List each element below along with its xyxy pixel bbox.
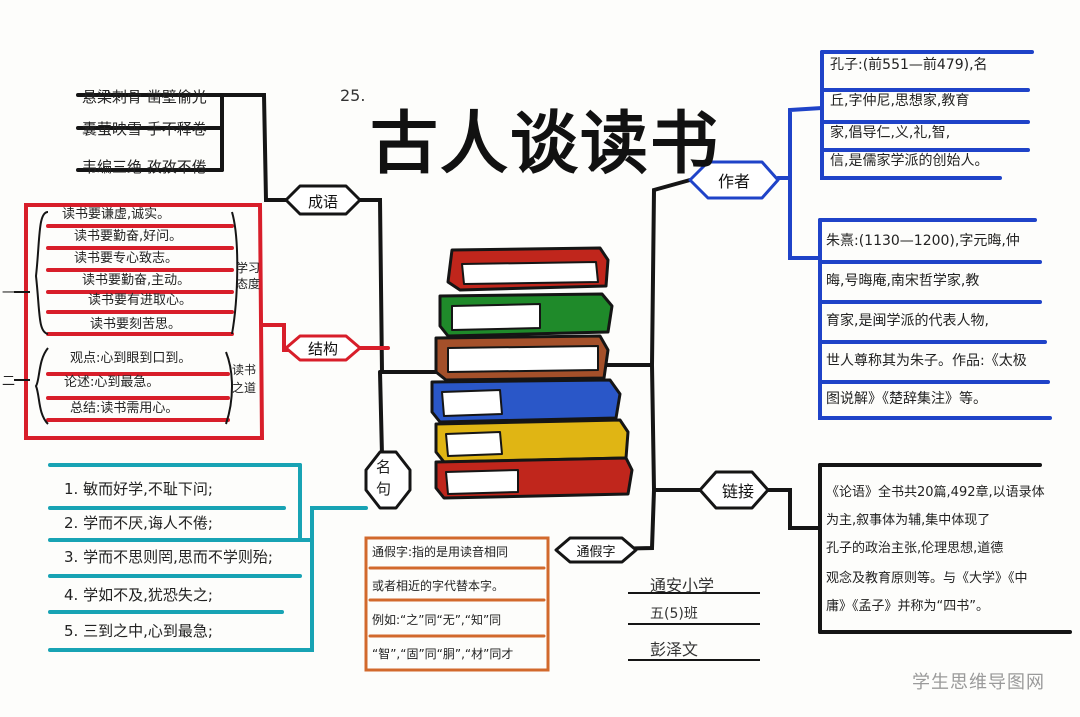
center-to-quotes (378, 370, 384, 457)
author-to-zhuxi (788, 176, 822, 260)
quote-item: 4. 学如不及,犹恐失之; (64, 586, 213, 604)
structure-box (24, 203, 265, 440)
author-label: 作者 (717, 172, 750, 191)
zhuxi-line: 晦,号晦庵,南宋哲学家,教 (826, 273, 980, 289)
author-node-shape (688, 160, 780, 200)
confucius-box-side (820, 50, 1002, 180)
structure-item: 论述:心到最急。 (64, 375, 160, 390)
link-line: 孔子的政治主张,伦理思想,道德 (826, 541, 1004, 556)
structure-item: 观点:心到眼到口到。 (70, 351, 192, 366)
link-line: 《论语》全书共20篇,492章,以语录体 (826, 485, 1045, 500)
tongjiazi-item: “智”,“固”同“胴”,“材”同才 (372, 647, 514, 661)
link-line: 庸》《孟子》并称为“四书”。 (826, 599, 989, 614)
center-to-author (604, 178, 692, 367)
quotes-label: 名 (376, 458, 392, 476)
confucius-line: 丘,字仲尼,思想家,教育 (830, 93, 970, 109)
structure-lines (24, 203, 390, 440)
quote-item: 5. 三到之中,心到最急; (64, 622, 213, 640)
idioms-node: 成语 (290, 190, 356, 212)
quotes-connector (298, 463, 368, 542)
link-node-shape (698, 470, 770, 510)
zhuxi-line: 育家,是闽学派的代表人物, (826, 313, 989, 329)
structure-item: 读书要专心致志。 (74, 251, 179, 266)
signature-lines (628, 592, 760, 661)
link-to-box (760, 488, 822, 530)
structure-item: 总结:读书需用心。 (70, 401, 179, 416)
connector-lines (76, 93, 1072, 634)
confucius-line: 孔子:(前551—前479),名 (830, 57, 988, 73)
zhuxi-line: 朱熹:(1130—1200),字元晦,仲 (826, 233, 1020, 249)
structure-note-line: 态度 (236, 277, 261, 291)
idioms-connector (76, 93, 302, 202)
tongjiazi-lines (364, 536, 550, 672)
tongjiazi-item: 例如:“之”同“无”,“知”同 (372, 613, 502, 627)
link-line: 为主,叙事体为辅,集中体现了 (826, 513, 991, 528)
link-line: 观念及教育原则等。与《大学》《中 (826, 571, 1028, 586)
quote-item: 1. 敏而好学,不耻下问; (64, 480, 213, 498)
quote-item: 3. 学而不思则罔,思而不学则殆; (64, 548, 273, 566)
structure-note-line: 学习 (236, 261, 261, 275)
structure-item: 读书要勤奋,好问。 (74, 229, 183, 244)
tongjiazi-node-shape (554, 536, 638, 564)
zhuxi-box-side (818, 218, 1052, 420)
quotes-lines (48, 463, 368, 652)
signature-school: 通安小学 (650, 576, 715, 595)
zhuxi-line: 图说解》《楚辞集注》等。 (826, 391, 987, 407)
tongjiazi-item: 或者相近的字代替本字。 (372, 579, 505, 593)
signature-name: 彭泽文 (650, 640, 699, 659)
idioms-item: 囊萤映雪 手不释卷 (82, 120, 207, 138)
structure-item: 读书要勤奋,主动。 (82, 273, 191, 288)
quotes-label: 句 (376, 480, 392, 498)
idioms-item: 悬梁刺骨 凿壁偷光 (82, 88, 207, 106)
quotes-node-shape (364, 450, 412, 510)
tongjiazi-label: 通假字 (576, 544, 616, 560)
watermark: 学生思维导图网 (912, 672, 1045, 693)
structure-part-one-marker: 一 (2, 286, 16, 301)
structure-part-two-marker: 二 (2, 374, 16, 389)
idioms-item: 韦编三绝 孜孜不倦 (82, 158, 207, 176)
structure-item: 读书要刻苦思。 (90, 317, 182, 332)
link-node: 链接 (712, 478, 764, 502)
link-label: 链接 (721, 482, 754, 501)
quote-item: 2. 学而不厌,诲人不倦; (64, 514, 213, 532)
author-lines (776, 50, 1052, 420)
structure-node: 结构 (290, 338, 356, 358)
signature-class: 五(5)班 (650, 606, 698, 622)
center-to-link (650, 363, 702, 492)
structure-label: 结构 (307, 339, 338, 358)
confucius-line: 信,是儒家学派的创始人。 (830, 153, 989, 169)
tongjiazi-item: 通假字:指的是用读音相同 (372, 545, 509, 559)
confucius-line: 家,倡导仁,义,礼,智, (830, 125, 951, 141)
structure-item: 读书要有进取心。 (88, 293, 193, 308)
tongjiazi-node: 通假字 (560, 540, 632, 560)
idioms-node-shape (284, 184, 362, 216)
author-node: 作者 (702, 168, 766, 192)
lesson-number: 25. (340, 86, 366, 105)
structure-node-shape (284, 334, 362, 362)
author-to-confucius (776, 106, 824, 180)
structure-item: 读书要谦虚,诚实。 (62, 207, 171, 222)
book-stack-image (430, 246, 634, 500)
idioms-label: 成语 (307, 192, 338, 211)
structure-note-line: 读书 (232, 363, 257, 377)
structure-brackets (14, 211, 239, 425)
node-shapes (284, 160, 780, 564)
zhuxi-line: 世人尊称其为朱子。作品:《太极 (826, 353, 1027, 369)
structure-note-line: 之道 (232, 381, 257, 395)
idioms-to-center (358, 198, 440, 374)
page-title: 古人谈读书 (370, 105, 721, 184)
